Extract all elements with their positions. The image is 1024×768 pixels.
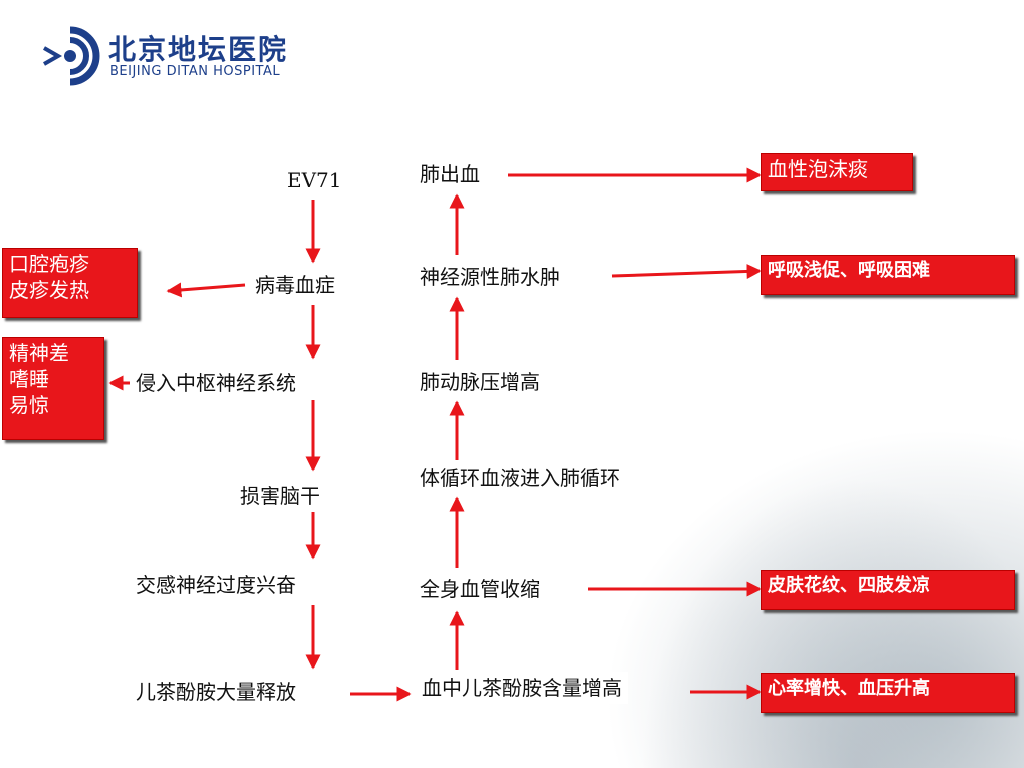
arrow-viremia-oral [166, 282, 246, 298]
node-cns-invasion: 侵入中枢神经系统 [136, 371, 296, 395]
node-neurogenic-edema: 神经源性肺水肿 [420, 265, 560, 289]
box-oral-herpes-fever: 口腔疱疹 皮疹发热 [2, 248, 138, 318]
box-heart-rate-bp: 心率增快、血压升高 [761, 673, 1015, 713]
box-skin-cold-limbs: 皮肤花纹、四肢发凉 [761, 570, 1015, 610]
node-catecholamine-level: 血中儿茶酚胺含量增高 [416, 672, 628, 704]
node-ev71: EV71 [287, 168, 342, 192]
logo-english-name: BEIJING DITAN HOSPITAL [110, 64, 281, 79]
node-pulmonary-hemorrhage: 肺出血 [420, 162, 480, 186]
box-breathing-difficulty: 呼吸浅促、呼吸困难 [761, 255, 1015, 295]
node-brainstem-damage: 损害脑干 [240, 484, 320, 508]
logo-mark-icon [43, 26, 100, 86]
logo-chinese-name: 北京地坛医院 [108, 33, 289, 66]
node-viremia: 病毒血症 [255, 273, 335, 297]
box-bloody-sputum: 血性泡沫痰 [761, 153, 913, 191]
box-mental-symptoms: 精神差 嗜睡 易惊 [2, 337, 104, 440]
node-systemic-to-pulmonary: 体循环血液进入肺循环 [420, 466, 620, 490]
node-catecholamine-release: 儿茶酚胺大量释放 [136, 680, 296, 704]
hospital-logo: 北京地坛医院 BEIJING DITAN HOSPITAL [40, 26, 300, 86]
arrow-edema-breath [611, 263, 762, 279]
node-pulmonary-pressure: 肺动脉压增高 [420, 370, 540, 394]
node-sympathetic-excitation: 交感神经过度兴奋 [136, 573, 296, 597]
node-vasoconstriction: 全身血管收缩 [420, 577, 540, 601]
